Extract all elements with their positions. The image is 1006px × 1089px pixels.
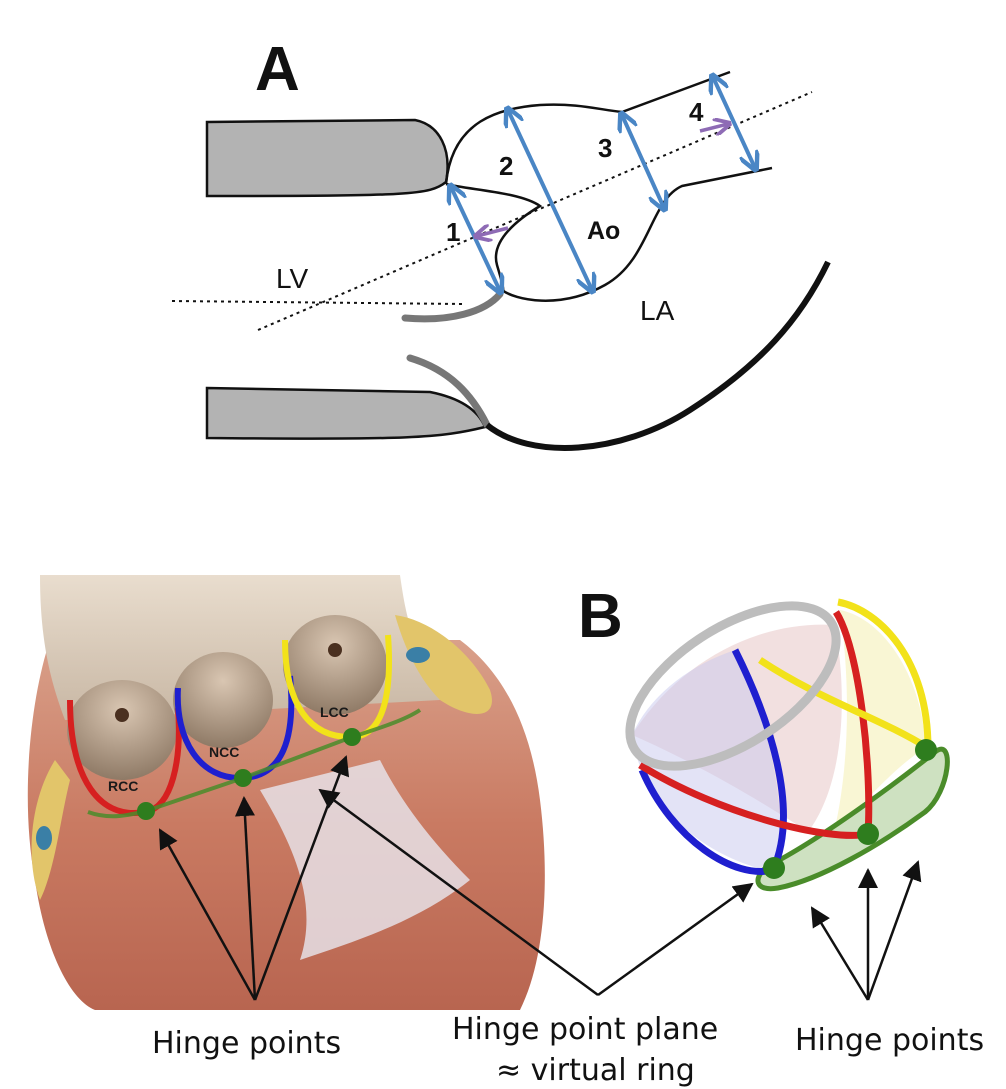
epicardial-fat-left [31, 760, 70, 900]
sinotubular-ring [625, 601, 841, 771]
caption-hinge-plane-line1: Hinge point plane [452, 1012, 718, 1047]
arrow-left-to-ncc [234, 796, 257, 1001]
panel-b-letter: B [578, 582, 623, 651]
measurement-arrow-3 [622, 115, 664, 208]
coronary-vessel-left [36, 826, 52, 850]
lcc-label: LCC [320, 704, 349, 720]
arrow-plane-to-anatomy [318, 788, 599, 997]
virtual-ring-schematic: B [578, 582, 950, 892]
measurement-arrow-2 [508, 110, 592, 290]
arrow-right-to-ncc [810, 906, 870, 1001]
segment-label-4: 4 [689, 97, 704, 127]
ring-hinge-point-lcc [915, 739, 937, 761]
panel-a-letter: A [255, 35, 300, 104]
rcc-sinus [67, 680, 177, 780]
stj-purple-arrow [699, 124, 728, 131]
hinge-point-line [87, 708, 422, 819]
lv-axis-dotted-line [171, 300, 463, 305]
la-label: LA [640, 295, 675, 326]
anatomy-illustration: RCC NCC LCC [27, 575, 545, 1010]
arrow-left-to-rcc [158, 828, 257, 1001]
lcc-hinge-point [343, 728, 361, 746]
measurement-arrow-4 [713, 77, 755, 168]
segment-label-3: 3 [598, 133, 612, 163]
left-atrial-wall [485, 260, 831, 451]
lcc-ostium [328, 643, 342, 657]
arrow-right-to-lcc [866, 860, 922, 1001]
panel-a: A 1 2 3 4 LV Ao LA [171, 35, 831, 451]
posterior-mitral-leaflet [406, 354, 491, 429]
coronary-vessel-right [406, 647, 430, 663]
anterior-mitral-leaflet [401, 290, 504, 323]
caption-hinge-points-left: Hinge points [152, 1026, 341, 1061]
fibrous-tissue [260, 760, 470, 960]
lcc-sinus [283, 615, 387, 715]
annulus-purple-arrow [477, 228, 509, 236]
ao-label: Ao [587, 217, 620, 245]
aortic-root-outline [444, 70, 731, 185]
septal-wall-upper [205, 118, 449, 198]
callout-arrows [158, 755, 922, 1001]
rcc-label: RCC [108, 778, 138, 794]
rcc-ostium [115, 708, 129, 722]
ncc-sinus [173, 652, 273, 748]
segment-label-1: 1 [446, 217, 460, 247]
arrow-plane-to-ring [597, 882, 754, 997]
ring-hinge-point-rcc [857, 823, 879, 845]
ncc-label: NCC [209, 744, 239, 760]
segment-label-2: 2 [499, 151, 513, 181]
lv-label: LV [276, 263, 308, 294]
rcc-hinge-point [137, 802, 155, 820]
ring-hinge-point-ncc [763, 857, 785, 879]
caption-hinge-points-right: Hinge points [795, 1023, 984, 1058]
caption-hinge-plane-line2: ≈ virtual ring [496, 1053, 695, 1088]
posterior-wall-lower [205, 386, 487, 440]
ncc-hinge-point [234, 769, 252, 787]
epicardial-fat-right [395, 615, 492, 714]
